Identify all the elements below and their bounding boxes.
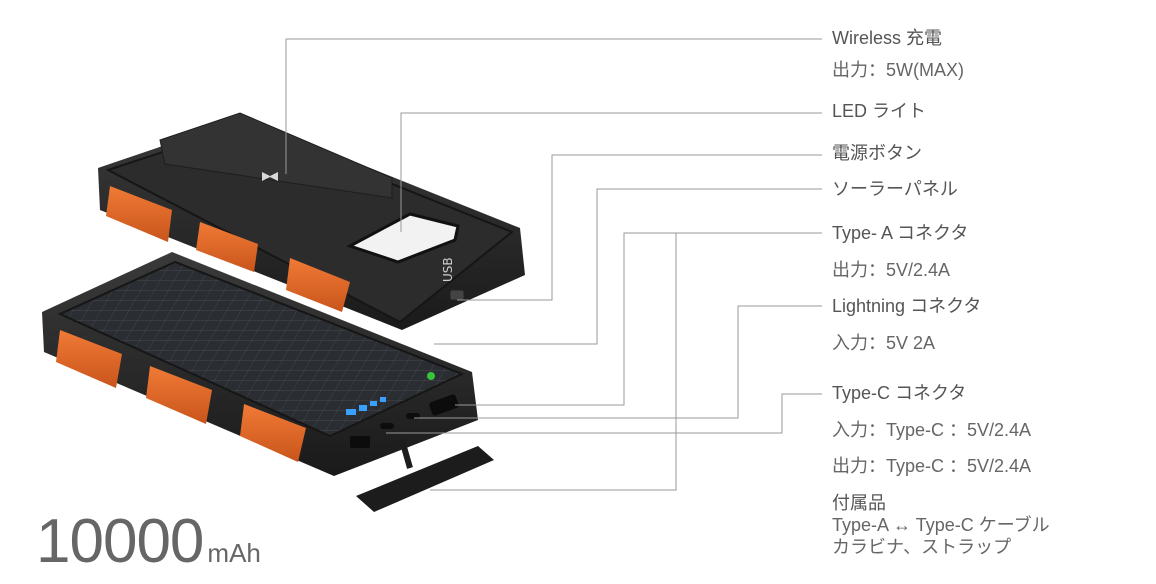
power-button-shape: [449, 289, 465, 301]
bumper: [196, 222, 258, 272]
wireless-title: Wireless 充電: [832, 28, 943, 48]
type-c-label: Type-C コネクタ 入力：Type-C ：5V/2.4A 出力：Type-C…: [832, 382, 1031, 477]
accessories-carabiner: カラビナ、ストラップ: [832, 537, 1012, 557]
bowtie-icon: [262, 172, 278, 181]
led-label: LED ライト: [832, 101, 927, 121]
status-led: [427, 372, 435, 380]
led-light-window: [346, 212, 460, 264]
leader-wireless: [285, 38, 822, 174]
accessories-cable: Type-A ↔ Type-C ケーブル: [832, 515, 1050, 535]
type-c-port: [380, 423, 394, 429]
leader-accessories: [430, 233, 677, 491]
lightning-label: Lightning コネクタ 入力：5V 2A: [832, 295, 981, 354]
bumper: [106, 186, 172, 242]
leader-lightning: [414, 305, 822, 419]
capacity-value: 10000: [36, 507, 204, 576]
wireless-label: Wireless 充電 出力：5W(MAX): [832, 27, 964, 81]
bumper: [286, 258, 350, 312]
usb-logo-icon: USB: [441, 257, 455, 282]
type-a-label: Type- A コネクタ 出力：5V/2.4A: [832, 222, 968, 281]
back-device: USB: [98, 112, 525, 330]
leader-type-a: [455, 232, 822, 406]
accessories-title: 付属品: [832, 493, 886, 513]
solar-panel: [57, 260, 465, 438]
leader-led: [400, 112, 822, 232]
solar-panel-label: ソーラーパネル: [832, 179, 958, 199]
leader-power: [457, 154, 822, 301]
lightning-spec: 入力：5V 2A: [832, 333, 936, 353]
wireless-spec: 出力：5W(MAX): [832, 60, 964, 80]
leader-lines: [285, 38, 822, 491]
lightning-title: Lightning コネクタ: [832, 296, 982, 316]
type-c-spec-out: 出力：Type-C ：5V/2.4A: [832, 456, 1032, 476]
bumper: [146, 366, 212, 424]
power-button-label: 電源ボタン: [832, 143, 922, 163]
bumper: [240, 404, 306, 462]
type-c-spec-in: 入力：Type-C ：5V/2.4A: [832, 420, 1032, 440]
port-flap-port: [350, 436, 370, 448]
bumper: [56, 330, 122, 388]
type-c-title: Type-C コネクタ: [832, 383, 967, 403]
leader-type-c: [386, 393, 822, 434]
type-a-port: [429, 394, 459, 416]
front-device: [42, 252, 494, 512]
rubber-port-cover: [356, 446, 494, 512]
battery-indicator-leds: [346, 397, 386, 415]
type-a-title: Type- A コネクタ: [832, 223, 969, 243]
type-a-spec: 出力：5V/2.4A: [832, 260, 951, 280]
accessories-label: 付属品 Type-A ↔ Type-C ケーブル カラビナ、ストラップ: [832, 492, 1050, 558]
leader-solar: [434, 188, 822, 345]
capacity-unit: mAh: [207, 538, 261, 568]
